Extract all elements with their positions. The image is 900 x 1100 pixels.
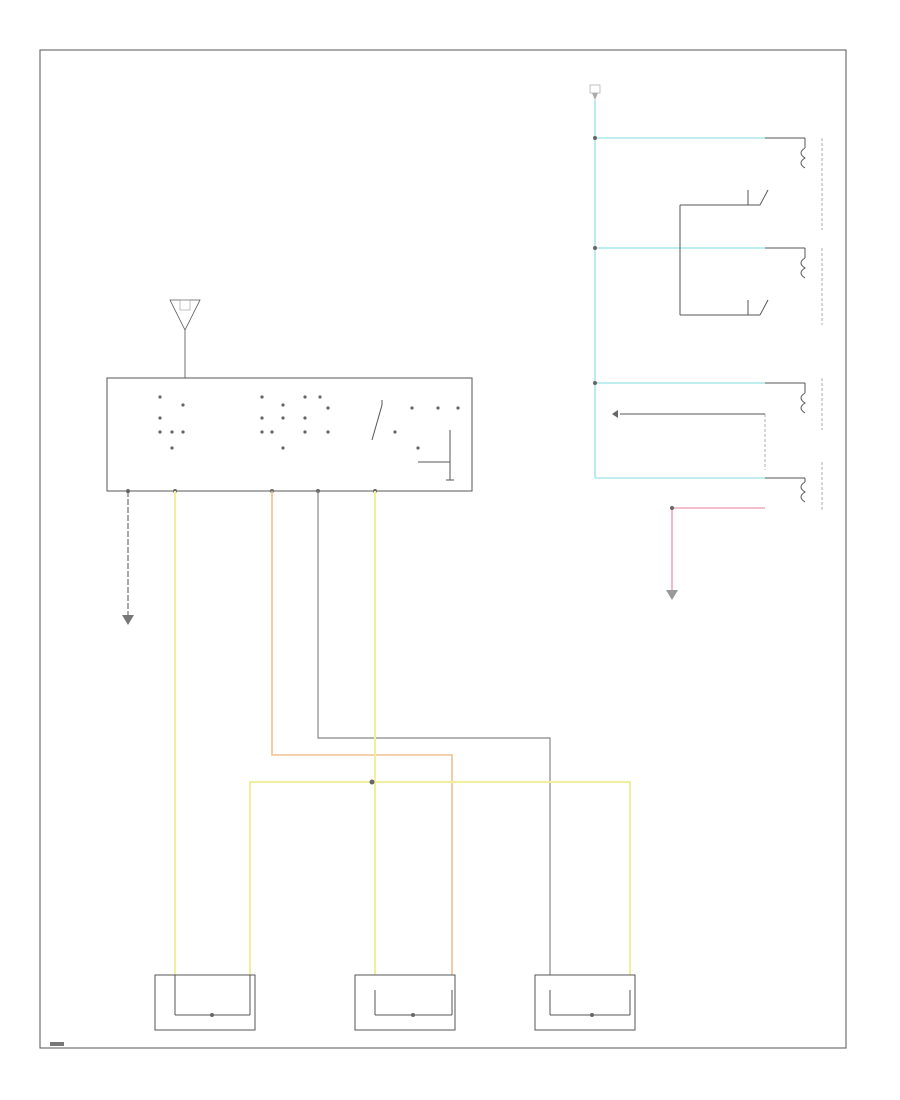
- page-marker: [50, 1042, 64, 1046]
- heater-right-middle: [679, 205, 823, 325]
- splice-top-left: [169, 299, 201, 378]
- wire-gray: [317, 491, 551, 975]
- ground-wire-left: [122, 491, 134, 625]
- module-internal-switch: [371, 400, 454, 481]
- switch-right-seat: [534, 974, 636, 1031]
- wire-orange: [271, 491, 453, 975]
- heater-right-top: [680, 137, 823, 230]
- wire-yellow-bus: [249, 781, 631, 975]
- control-module-box: [106, 377, 473, 492]
- module-internal-contacts: [158, 395, 460, 450]
- heater-right-lower: [765, 378, 823, 430]
- wire-pink: [666, 506, 765, 600]
- cyan-splice-2: [593, 246, 597, 250]
- diagram-frame: [39, 49, 847, 1049]
- switch-left-seat: [154, 974, 256, 1031]
- splice-top-right: [589, 84, 601, 100]
- heater-right-bottom: [765, 462, 823, 510]
- cyan-splice-1: [593, 136, 597, 140]
- splice-lower: [369, 779, 375, 785]
- wire-black-horizontal: [612, 410, 766, 470]
- switch-middle-seat: [354, 974, 456, 1031]
- cyan-splice-3: [593, 381, 597, 385]
